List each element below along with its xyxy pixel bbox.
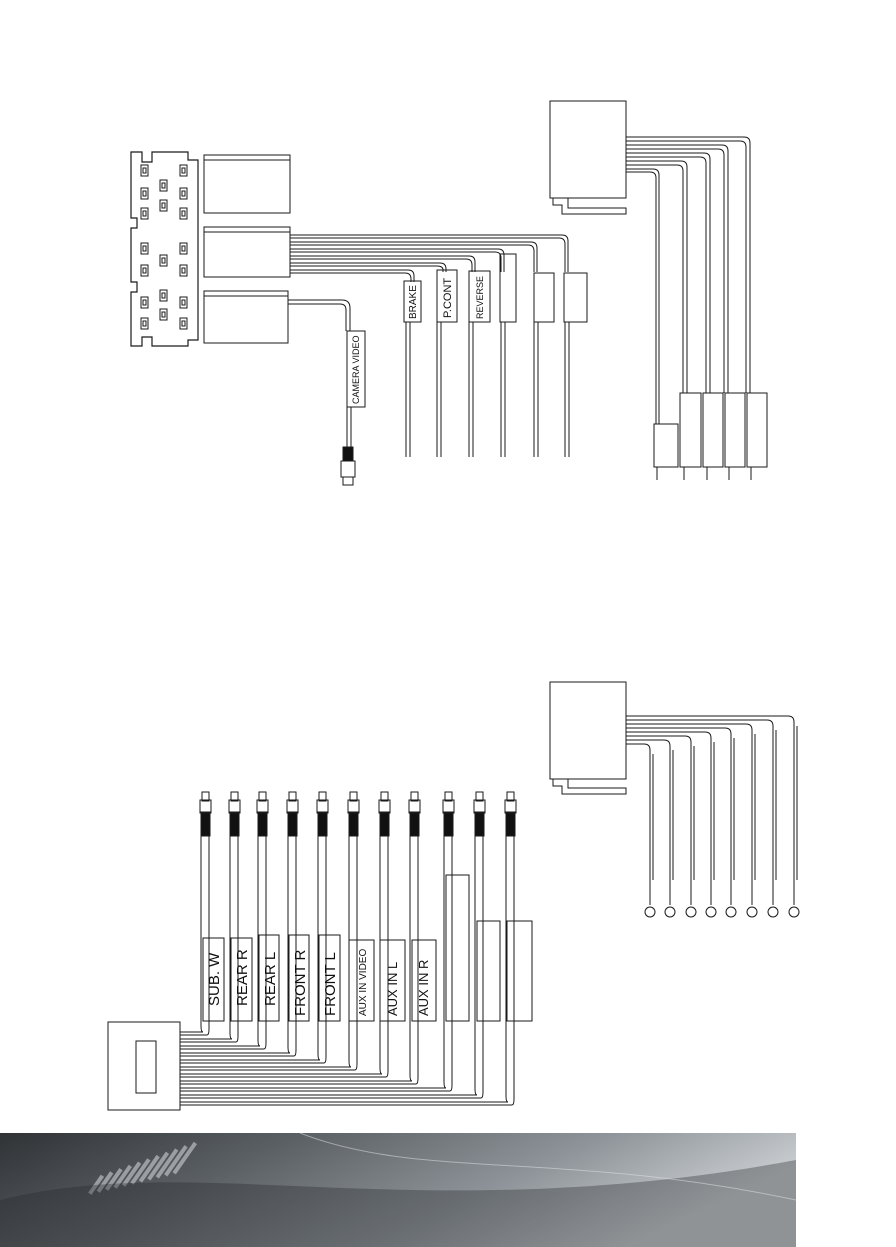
aux-in-video-label-box (348, 939, 375, 1022)
pcont-label: P.CONT (442, 278, 454, 318)
rca-plug (505, 811, 516, 837)
rca-plug (474, 811, 485, 837)
connector-pin (140, 187, 149, 200)
connector-pin (179, 164, 188, 177)
ring-terminal (664, 906, 676, 918)
connector-pin (179, 296, 188, 309)
camera-video-label: CAMERA VIDEO (351, 335, 361, 404)
connector-pin (179, 317, 188, 330)
front-l-label: FRONT L (322, 952, 339, 1016)
connector-pin (140, 207, 149, 220)
top-wiring-diagram (130, 100, 768, 486)
reverse-label-box (468, 270, 491, 323)
front-r-label: FRONT R (292, 949, 309, 1016)
blank-label-box-6 (506, 920, 533, 1022)
front-l-label-box (318, 934, 341, 1022)
rca-plug (317, 811, 328, 837)
footer-photo-band (0, 1132, 797, 1247)
connector-pin (159, 254, 168, 267)
connector-pin (140, 296, 149, 309)
connector-pin (179, 264, 188, 277)
connector-pin (140, 317, 149, 330)
connector-pin (179, 207, 188, 220)
ring-terminal (685, 906, 697, 918)
connector-pin (159, 199, 168, 212)
connector-hood-3 (203, 290, 289, 344)
blank-label-box-4 (445, 874, 470, 1022)
ring-terminal (725, 906, 737, 918)
bottom-wiring-diagram (107, 681, 800, 1111)
connector-pin (140, 242, 149, 255)
rca-plug (287, 811, 298, 837)
rear-l-label: REAR L (262, 952, 279, 1006)
footer-road-stripes (88, 1141, 198, 1195)
rca-plug (379, 811, 390, 837)
aux-in-r-label-box (411, 939, 437, 1022)
brake-label: BRAKE (408, 285, 419, 319)
bottom-right-module (549, 681, 800, 918)
rca-plug (409, 811, 420, 837)
connector-pin (140, 264, 149, 277)
aux-in-video-label: AUX IN VIDEO (358, 949, 369, 1016)
camera-video-lead (288, 299, 366, 486)
connector-pin (179, 187, 188, 200)
rca-plug (200, 811, 211, 837)
aux-in-l-label-box (379, 939, 406, 1022)
connector-pin (179, 242, 188, 255)
connector-pin (159, 289, 168, 302)
rca-plug (257, 811, 268, 837)
rca-harness-block (107, 1021, 181, 1111)
pcont-label-box (436, 269, 458, 323)
connector-pin (140, 164, 149, 177)
front-r-label-box (288, 934, 310, 1022)
ring-terminal (644, 906, 656, 918)
blank-label-box-2 (533, 272, 555, 323)
brake-label-box (403, 280, 422, 323)
rca-plug (229, 811, 240, 837)
ring-terminal (746, 906, 758, 918)
rca-plug (443, 811, 454, 837)
ring-terminal (788, 906, 800, 918)
ring-terminal (767, 906, 779, 918)
blank-label-box-1 (499, 253, 517, 323)
rear-r-label: REAR R (234, 949, 251, 1006)
sub-w-label: SUB. W (206, 952, 223, 1006)
connector-pin (159, 179, 168, 192)
aux-in-l-label: AUX IN L (385, 962, 400, 1016)
reverse-label: REVERSE (475, 276, 485, 319)
rca-leads (180, 791, 517, 1106)
sub-w-label-box (202, 937, 225, 1022)
rear-r-label-box (230, 937, 253, 1022)
top-harness-wires (290, 234, 570, 457)
connector-pins (140, 164, 188, 330)
connector-hood-1 (203, 154, 291, 214)
blank-label-box-5 (476, 920, 501, 1022)
top-right-module (549, 100, 768, 480)
rca-plug (348, 811, 359, 837)
camera-video-label-box (346, 330, 366, 408)
connector-pin (159, 308, 168, 321)
iso-connector (130, 151, 199, 347)
ring-terminal (705, 906, 717, 918)
rear-l-label-box (258, 934, 280, 1022)
aux-in-r-label: AUX IN R (416, 960, 431, 1016)
connector-hood-2 (203, 226, 291, 278)
blank-label-box-3 (563, 272, 588, 323)
